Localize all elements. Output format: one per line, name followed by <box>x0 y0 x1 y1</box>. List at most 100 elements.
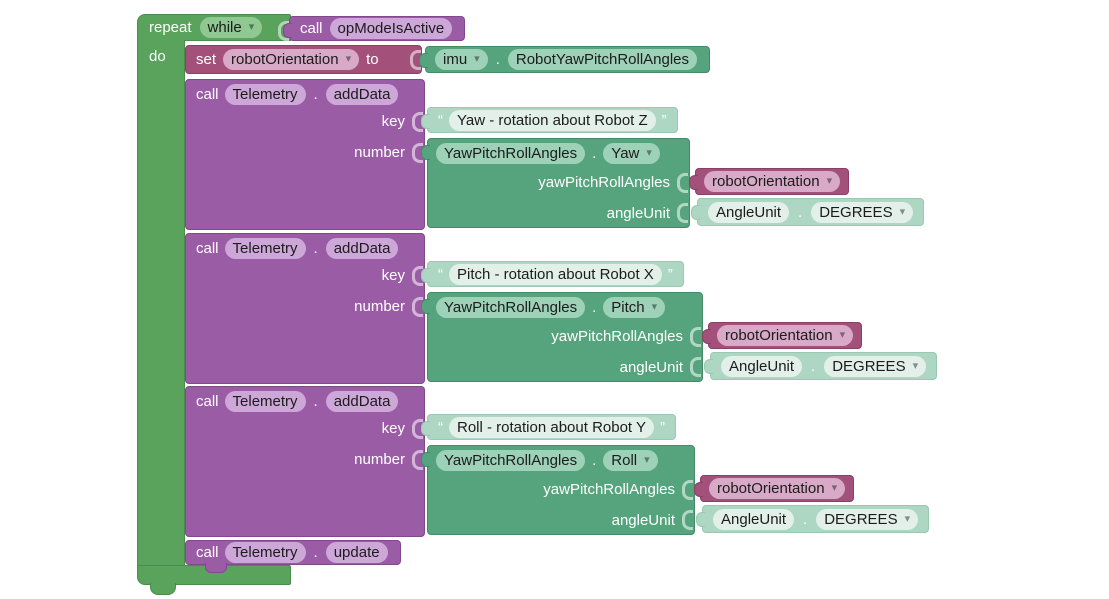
key-string-block[interactable]: “ Pitch - rotation about Robot X ” <box>421 261 684 287</box>
dot-separator: . <box>803 510 808 528</box>
degrees-dropdown[interactable]: DEGREES ▾ <box>816 508 919 530</box>
angleunit-enum-block[interactable]: AngleUnit . DEGREES ▾ <box>695 505 930 533</box>
imu-method-block[interactable]: imu ▾ . RobotYawPitchRollAngles <box>418 46 711 73</box>
number-label: number <box>354 451 405 468</box>
enum-class-field[interactable]: AngleUnit <box>708 201 790 223</box>
string-text-field[interactable]: Roll - rotation about Robot Y <box>449 416 655 438</box>
enum-class-field[interactable]: AngleUnit <box>713 508 795 530</box>
string-text-field[interactable]: Pitch - rotation about Robot X <box>449 263 662 285</box>
dropdown-arrow-icon: ▾ <box>248 21 255 33</box>
angleunit-enum-block[interactable]: AngleUnit . DEGREES ▾ <box>703 352 938 380</box>
dot-separator: . <box>592 451 597 469</box>
class-field[interactable]: YawPitchRollAngles <box>436 142 586 164</box>
dropdown-arrow-icon: ▾ <box>904 512 911 525</box>
dot-separator: . <box>592 144 597 162</box>
variable-dropdown[interactable]: robotOrientation ▾ <box>704 171 841 192</box>
dot-separator: . <box>495 51 500 68</box>
variable-dropdown[interactable]: robotOrientation ▾ <box>223 49 360 70</box>
dot-separator: . <box>313 239 318 257</box>
dot-separator: . <box>592 298 597 316</box>
dot-separator: . <box>798 203 803 221</box>
opmodeisactive-call-block[interactable]: call opModeIsActive <box>282 16 466 41</box>
string-text-field[interactable]: Yaw - rotation about Robot Z <box>449 109 656 131</box>
robotorientation-variable-block[interactable]: robotOrientation ▾ <box>701 322 863 349</box>
imu-dropdown[interactable]: imu ▾ <box>435 49 488 70</box>
dropdown-arrow-icon: ▾ <box>345 53 352 65</box>
yawpitchrollangles-block[interactable]: YawPitchRollAngles . Pitch ▾ yawPitchRol… <box>421 292 703 382</box>
angleunit-enum-block[interactable]: AngleUnit . DEGREES ▾ <box>690 198 925 226</box>
dot-separator: . <box>313 85 318 103</box>
dropdown-arrow-icon: ▾ <box>644 453 650 466</box>
call-label: call <box>196 544 219 561</box>
method-field[interactable]: update <box>325 542 388 563</box>
variable-dropdown[interactable]: robotOrientation ▾ <box>717 325 854 346</box>
key-label: key <box>381 113 405 130</box>
robotorientation-variable-block[interactable]: robotOrientation ▾ <box>688 168 850 195</box>
key-string-block[interactable]: “ Yaw - rotation about Robot Z ” <box>421 107 678 133</box>
component-field[interactable]: Telemetry <box>224 390 306 412</box>
while-dropdown[interactable]: while ▾ <box>199 17 263 38</box>
method-field[interactable]: RobotYawPitchRollAngles <box>507 49 698 70</box>
component-field[interactable]: Telemetry <box>224 83 306 105</box>
repeat-next-tab <box>150 583 176 595</box>
enum-class-field[interactable]: AngleUnit <box>721 355 803 377</box>
call-label: call <box>196 392 219 410</box>
yawpitchrollangles-block[interactable]: YawPitchRollAngles . Roll ▾ yawPitchRoll… <box>421 445 695 535</box>
class-field[interactable]: YawPitchRollAngles <box>436 449 586 471</box>
variable-dropdown[interactable]: robotOrientation ▾ <box>709 478 846 499</box>
dropdown-arrow-icon: ▾ <box>839 329 846 341</box>
property-dropdown[interactable]: Yaw ▾ <box>603 142 660 164</box>
call-label: call <box>196 239 219 257</box>
update-next-tab <box>205 563 227 573</box>
angleunit-arg-label: angleUnit <box>619 358 683 376</box>
robotorientation-variable-block[interactable]: robotOrientation ▾ <box>693 475 855 502</box>
telemetry-update-block[interactable]: call Telemetry . update <box>185 540 401 565</box>
do-label: do <box>149 48 166 65</box>
dropdown-arrow-icon: ▾ <box>651 300 658 313</box>
degrees-dropdown[interactable]: DEGREES ▾ <box>811 201 914 223</box>
call-label: call <box>300 20 323 37</box>
class-field[interactable]: YawPitchRollAngles <box>436 296 586 318</box>
condition-socket <box>278 21 289 41</box>
method-field[interactable]: addData <box>325 83 399 105</box>
angles-socket <box>677 172 688 193</box>
method-field[interactable]: addData <box>325 390 399 412</box>
angleunit-socket <box>690 357 701 377</box>
open-quote: “ <box>438 418 443 436</box>
degrees-dropdown[interactable]: DEGREES ▾ <box>824 355 927 377</box>
key-label: key <box>381 267 405 284</box>
number-socket <box>412 296 423 317</box>
close-quote: ” <box>660 418 666 436</box>
angles-arg-label: yawPitchRollAngles <box>543 481 675 498</box>
to-label: to <box>366 51 379 68</box>
repeat-while-block[interactable]: repeat while ▾ <box>137 14 291 41</box>
dropdown-arrow-icon: ▾ <box>831 482 838 494</box>
close-quote: ” <box>661 111 667 129</box>
property-dropdown[interactable]: Pitch ▾ <box>603 296 666 318</box>
dropdown-arrow-icon: ▾ <box>899 205 906 218</box>
number-socket <box>412 449 423 470</box>
angleunit-socket <box>682 510 693 530</box>
method-field[interactable]: addData <box>325 237 399 259</box>
angleunit-arg-label: angleUnit <box>611 511 675 529</box>
open-quote: “ <box>438 111 443 129</box>
telemetry-adddata-block[interactable]: call Telemetry . addData key number <box>185 386 425 537</box>
key-string-block[interactable]: “ Roll - rotation about Robot Y ” <box>420 414 677 440</box>
telemetry-adddata-block[interactable]: call Telemetry . addData key number <box>185 233 425 384</box>
opmodeisactive-name-field[interactable]: opModeIsActive <box>329 18 453 39</box>
key-label: key <box>381 420 405 437</box>
telemetry-adddata-block[interactable]: call Telemetry . addData key number <box>185 79 425 230</box>
set-variable-block[interactable]: set robotOrientation ▾ to <box>185 45 422 74</box>
repeat-block-spine[interactable]: do <box>137 40 185 566</box>
dot-separator: . <box>313 392 318 410</box>
value-socket <box>410 49 421 70</box>
angleunit-arg-label: angleUnit <box>606 204 670 222</box>
yawpitchrollangles-block[interactable]: YawPitchRollAngles . Yaw ▾ yawPitchRollA… <box>421 138 690 228</box>
property-dropdown[interactable]: Roll ▾ <box>603 449 658 471</box>
component-field[interactable]: Telemetry <box>224 542 306 563</box>
component-field[interactable]: Telemetry <box>224 237 306 259</box>
number-socket <box>412 142 423 163</box>
dropdown-arrow-icon: ▾ <box>826 175 833 187</box>
dropdown-arrow-icon: ▾ <box>474 53 480 65</box>
